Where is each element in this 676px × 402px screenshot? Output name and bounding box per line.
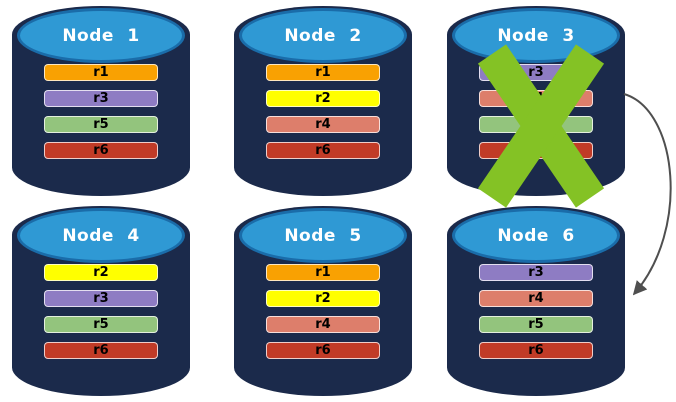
cylinder-top: Node 1	[17, 8, 185, 63]
replica-label: r6	[528, 343, 544, 358]
replica-list: r1 r2 r4 r6	[266, 64, 380, 159]
replica-bar: r6	[44, 142, 158, 159]
replica-bar: r6	[266, 142, 380, 159]
node-cylinder-2: Node 2 r1 r2 r4 r6	[234, 6, 412, 196]
replica-list: r1 r3 r5 r6	[44, 64, 158, 159]
node-cylinder-6: Node 6 r3 r4 r5 r6	[447, 206, 625, 396]
node-cylinder-1: Node 1 r1 r3 r5 r6	[12, 6, 190, 196]
replica-label: r4	[315, 117, 331, 132]
node-title: Node 3	[497, 25, 575, 46]
replica-bar: r2	[44, 264, 158, 281]
replica-label: r3	[93, 91, 109, 106]
replica-bar: r2	[266, 290, 380, 307]
replica-bar: r3	[44, 290, 158, 307]
node-cylinder-4: Node 4 r2 r3 r5 r6	[12, 206, 190, 396]
replica-label: r6	[93, 343, 109, 358]
replica-label: r6	[315, 143, 331, 158]
failover-arrow	[623, 93, 672, 296]
replica-bar: r1	[44, 64, 158, 81]
replica-label: r4	[528, 91, 544, 106]
replica-bar: r2	[266, 90, 380, 107]
replica-label: r1	[315, 265, 331, 280]
replica-bar: r5	[44, 116, 158, 133]
cylinder-top: Node 2	[239, 8, 407, 63]
replica-bar: r6	[479, 342, 593, 359]
replica-bar: r3	[479, 64, 593, 81]
replica-label: r2	[315, 91, 331, 106]
node-cylinder-5: Node 5 r1 r2 r4 r6	[234, 206, 412, 396]
cylinder-top: Node 5	[239, 208, 407, 263]
replica-bar: r3	[44, 90, 158, 107]
replica-label: r6	[528, 143, 544, 158]
replica-label: r6	[93, 143, 109, 158]
replica-label: r2	[93, 265, 109, 280]
replica-label: r6	[315, 343, 331, 358]
replica-label: r3	[528, 265, 544, 280]
cylinder-top: Node 3	[452, 8, 620, 63]
node-title: Node 6	[497, 225, 575, 246]
replica-label: r4	[528, 291, 544, 306]
replica-bar: r6	[44, 342, 158, 359]
replica-bar: r5	[44, 316, 158, 333]
replica-bar: r5	[479, 116, 593, 133]
node-title: Node 1	[62, 25, 140, 46]
replica-label: r1	[93, 65, 109, 80]
replica-label: r5	[93, 317, 109, 332]
replica-list: r1 r2 r4 r6	[266, 264, 380, 359]
replica-label: r2	[315, 291, 331, 306]
node-title: Node 4	[62, 225, 140, 246]
replica-bar: r6	[266, 342, 380, 359]
replica-label: r5	[93, 117, 109, 132]
replica-bar: r3	[479, 264, 593, 281]
replica-bar: r4	[266, 316, 380, 333]
node-cylinder-3: Node 3 r3 r4 r5 r6	[447, 6, 625, 196]
replica-label: r3	[93, 291, 109, 306]
replica-bar: r6	[479, 142, 593, 159]
replica-bar: r4	[266, 116, 380, 133]
replica-bar: r1	[266, 264, 380, 281]
replica-label: r3	[528, 65, 544, 80]
replica-label: r5	[528, 117, 544, 132]
replica-label: r1	[315, 65, 331, 80]
replica-list: r3 r4 r5 r6	[479, 64, 593, 159]
node-title: Node 2	[284, 25, 362, 46]
replica-label: r4	[315, 317, 331, 332]
replica-list: r2 r3 r5 r6	[44, 264, 158, 359]
cylinder-top: Node 4	[17, 208, 185, 263]
replica-list: r3 r4 r5 r6	[479, 264, 593, 359]
replica-bar: r5	[479, 316, 593, 333]
node-title: Node 5	[284, 225, 362, 246]
replica-bar: r1	[266, 64, 380, 81]
replica-bar: r4	[479, 290, 593, 307]
replica-label: r5	[528, 317, 544, 332]
replica-bar: r4	[479, 90, 593, 107]
cylinder-top: Node 6	[452, 208, 620, 263]
